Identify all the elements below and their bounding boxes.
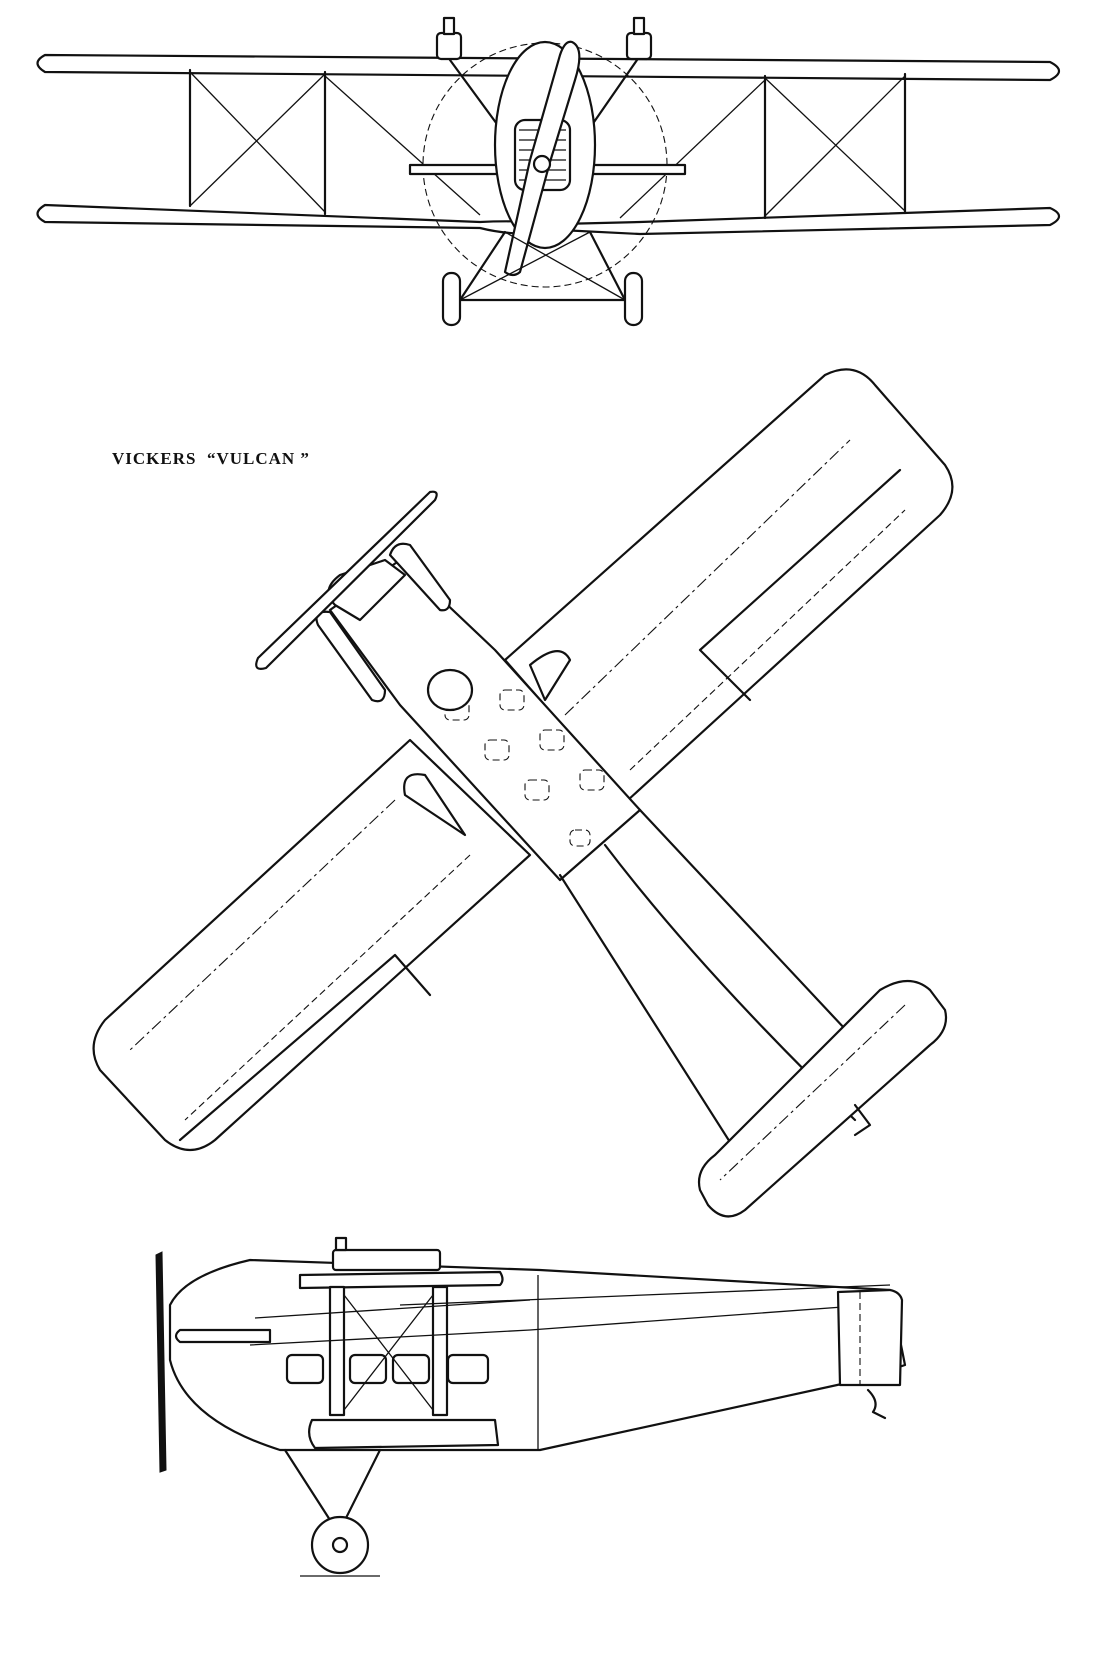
side-cabin-windows <box>285 1353 490 1385</box>
left-wing <box>92 738 532 1152</box>
exhaust-pipe <box>174 1328 272 1344</box>
side-lower-wing <box>308 1418 500 1450</box>
bracing-wires <box>189 71 906 219</box>
side-struts <box>328 1285 449 1417</box>
side-landing-gear <box>283 1448 382 1575</box>
plan-view <box>92 368 954 1218</box>
left-aileron <box>178 953 432 1142</box>
drawing-title: VICKERS “VULCAN ” <box>112 449 310 468</box>
side-view <box>155 1236 907 1577</box>
propeller-hub <box>532 154 552 174</box>
tailplane <box>697 979 948 1218</box>
right-aileron <box>698 468 902 702</box>
front-view <box>36 16 1061 327</box>
plan-propeller <box>255 490 438 670</box>
landing-gear <box>441 230 644 327</box>
side-propeller <box>155 1251 167 1473</box>
cockpit <box>426 668 474 712</box>
side-engine-radiator <box>331 1248 442 1272</box>
cabin-windows <box>444 689 605 847</box>
interplane-struts <box>188 68 907 220</box>
right-wing <box>503 368 954 802</box>
tail-skid <box>866 1388 887 1420</box>
fin-fairing <box>853 1103 872 1137</box>
side-upper-wing <box>298 1270 504 1290</box>
side-tail-fin <box>836 1288 904 1387</box>
